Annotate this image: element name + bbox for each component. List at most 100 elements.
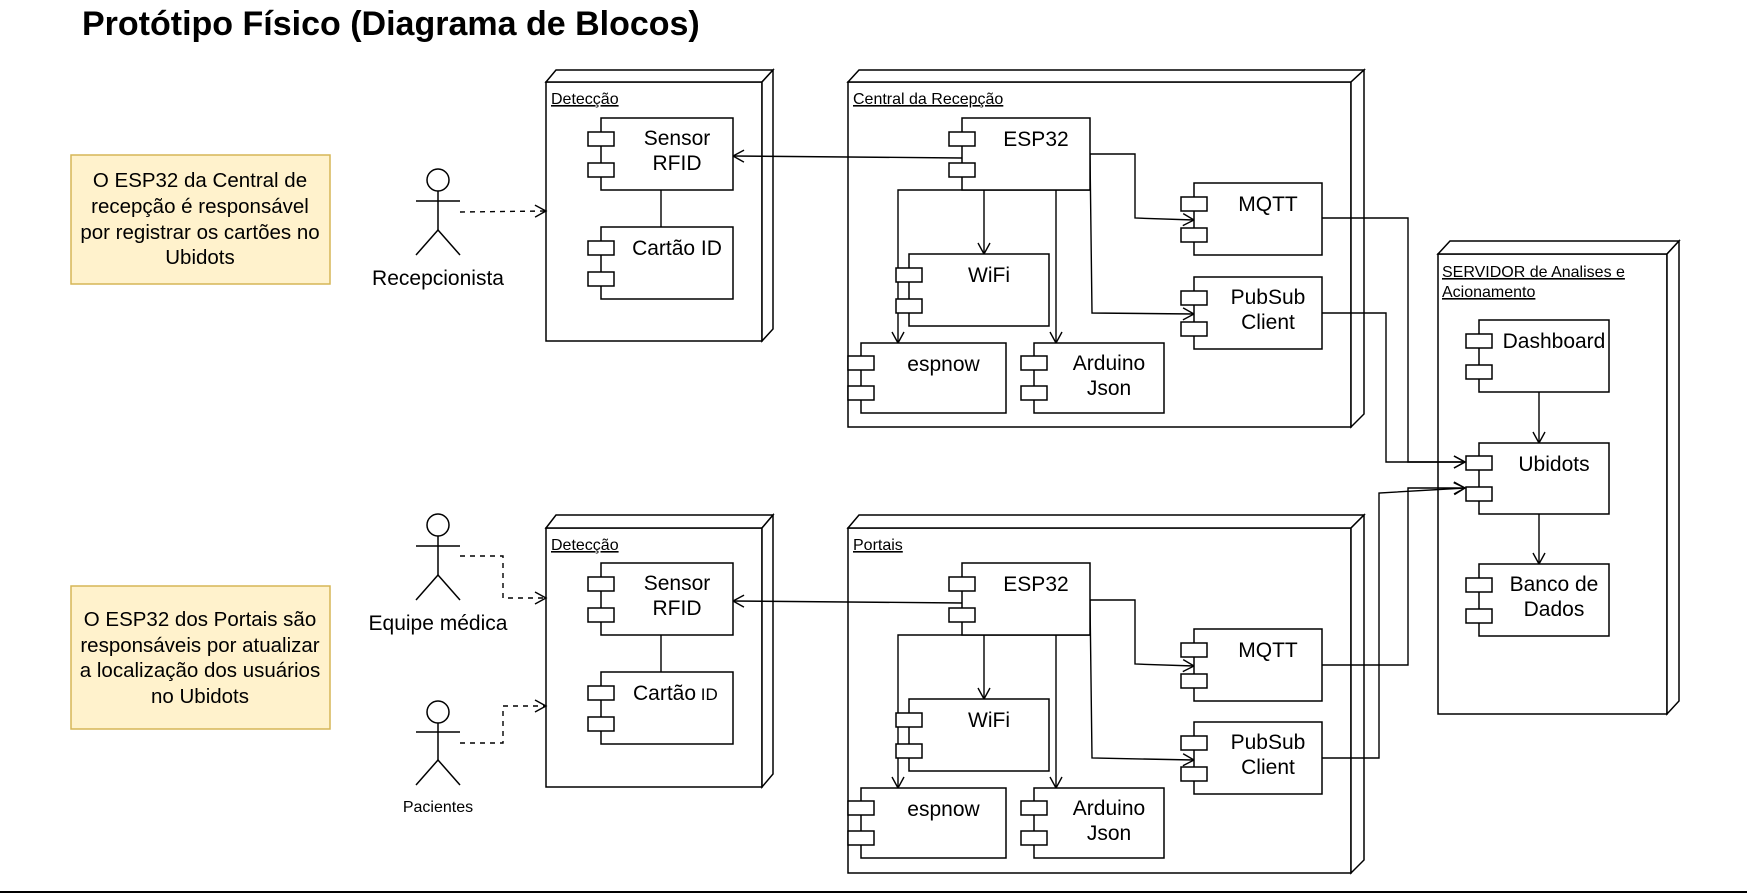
component-icon bbox=[895, 298, 923, 314]
component-icon bbox=[1020, 830, 1048, 846]
component-label: Sensor bbox=[644, 572, 711, 595]
component-icon bbox=[895, 743, 923, 759]
component-label: MQTT bbox=[1238, 639, 1298, 662]
node-label-portais: Portais bbox=[853, 537, 903, 554]
component-label: WiFi bbox=[968, 264, 1010, 287]
component-label: WiFi bbox=[968, 709, 1010, 732]
component-mqtt-bottom: MQTT bbox=[1180, 628, 1323, 702]
component-icon bbox=[1180, 321, 1208, 337]
component-icon bbox=[1020, 355, 1048, 371]
component-icon bbox=[587, 162, 615, 178]
component-icon bbox=[847, 830, 875, 846]
component-icon bbox=[587, 240, 615, 256]
node-label-servidor: SERVIDOR de Analises e bbox=[1442, 264, 1625, 281]
actor-label-equipe-medica: Equipe médica bbox=[369, 612, 508, 635]
component-icon bbox=[1180, 196, 1208, 212]
actor-equipe-medica bbox=[415, 513, 461, 601]
component-body bbox=[908, 253, 1050, 327]
component-ubidots: Ubidots bbox=[1465, 442, 1610, 515]
component-icon bbox=[847, 800, 875, 816]
edge-recepcionista-deteccao bbox=[459, 204, 548, 218]
component-icon bbox=[1020, 385, 1048, 401]
note-line: O ESP32 da Central de bbox=[93, 169, 307, 192]
component-body bbox=[600, 671, 734, 745]
component-body bbox=[860, 787, 1007, 859]
edge-esp32-pubsub-top bbox=[1089, 153, 1196, 321]
page-title: Protótipo Físico (Diagrama de Blocos) bbox=[82, 5, 700, 43]
component-body bbox=[1193, 182, 1323, 256]
component-icon bbox=[948, 131, 976, 147]
edge-pacientes-deteccao bbox=[460, 699, 548, 744]
note-line: responsáveis por atualizar bbox=[80, 634, 319, 657]
component-icon bbox=[1465, 455, 1493, 471]
component-icon bbox=[1465, 333, 1493, 349]
component-label: espnow bbox=[907, 798, 980, 821]
component-icon bbox=[1180, 290, 1208, 306]
component-icon bbox=[1465, 608, 1493, 624]
component-icon bbox=[895, 267, 923, 283]
edge-esp32-sensor-top bbox=[731, 149, 963, 163]
component-body bbox=[1033, 787, 1165, 859]
component-body bbox=[600, 117, 734, 191]
component-label: RFID bbox=[653, 597, 702, 620]
component-icon bbox=[1465, 577, 1493, 593]
component-label: Client bbox=[1241, 756, 1295, 779]
component-label-suffix: ID bbox=[696, 685, 718, 704]
component-icon bbox=[587, 607, 615, 623]
component-body bbox=[1033, 342, 1165, 414]
component-cartao-id-top: Cartão ID bbox=[587, 226, 734, 300]
actor-label-recepcionista: Recepcionista bbox=[372, 267, 504, 290]
component-label: Sensor bbox=[644, 127, 711, 150]
component-label: ESP32 bbox=[1003, 573, 1068, 596]
component-icon bbox=[1180, 642, 1208, 658]
component-mqtt-top: MQTT bbox=[1180, 182, 1323, 256]
component-wifi-top: WiFi bbox=[895, 253, 1050, 327]
edge-pubsub-ubidots-top bbox=[1322, 312, 1467, 469]
component-esp32-bottom: ESP32 bbox=[948, 562, 1091, 636]
component-icon bbox=[587, 685, 615, 701]
node-label-central: Central da Recepção bbox=[853, 91, 1003, 108]
note-line: no Ubidots bbox=[151, 685, 249, 708]
node-label-deteccao-top: Detecção bbox=[551, 91, 619, 108]
component-label: Cartão ID bbox=[632, 237, 722, 260]
component-esp32-top: ESP32 bbox=[948, 117, 1091, 191]
component-label: Dashboard bbox=[1503, 330, 1606, 353]
component-body bbox=[961, 117, 1091, 191]
edge-esp32-mqtt-top bbox=[1090, 153, 1196, 227]
component-cartao-id-bottom: Cartão ID bbox=[587, 671, 734, 745]
component-icon bbox=[587, 271, 615, 287]
component-icon bbox=[948, 607, 976, 623]
component-label: Banco de bbox=[1510, 573, 1599, 596]
component-icon bbox=[1180, 766, 1208, 782]
component-espnow-top: espnow bbox=[847, 342, 1007, 414]
component-icon bbox=[1180, 673, 1208, 689]
component-icon bbox=[587, 131, 615, 147]
component-body bbox=[1193, 628, 1323, 702]
note-portais: O ESP32 dos Portais são responsáveis por… bbox=[70, 585, 331, 730]
component-label: Arduino bbox=[1073, 797, 1145, 820]
component-icon bbox=[1465, 364, 1493, 380]
note-line: Ubidots bbox=[165, 246, 235, 269]
node-label-deteccao-bottom: Detecção bbox=[551, 537, 619, 554]
component-wifi-bottom: WiFi bbox=[895, 698, 1050, 772]
component-label: MQTT bbox=[1238, 193, 1298, 216]
actor-recepcionista bbox=[415, 168, 461, 256]
component-icon bbox=[1465, 486, 1493, 502]
component-icon bbox=[587, 716, 615, 732]
component-icon bbox=[847, 355, 875, 371]
component-body bbox=[1478, 319, 1610, 393]
edge-esp32-sensor-bottom bbox=[731, 594, 963, 608]
component-label: Ubidots bbox=[1518, 453, 1589, 476]
node-label-servidor: Acionamento bbox=[1442, 284, 1535, 301]
component-label: RFID bbox=[653, 152, 702, 175]
component-label: PubSub bbox=[1231, 731, 1306, 754]
component-espnow-bottom: espnow bbox=[847, 787, 1007, 859]
component-icon bbox=[1020, 800, 1048, 816]
component-icon bbox=[847, 385, 875, 401]
